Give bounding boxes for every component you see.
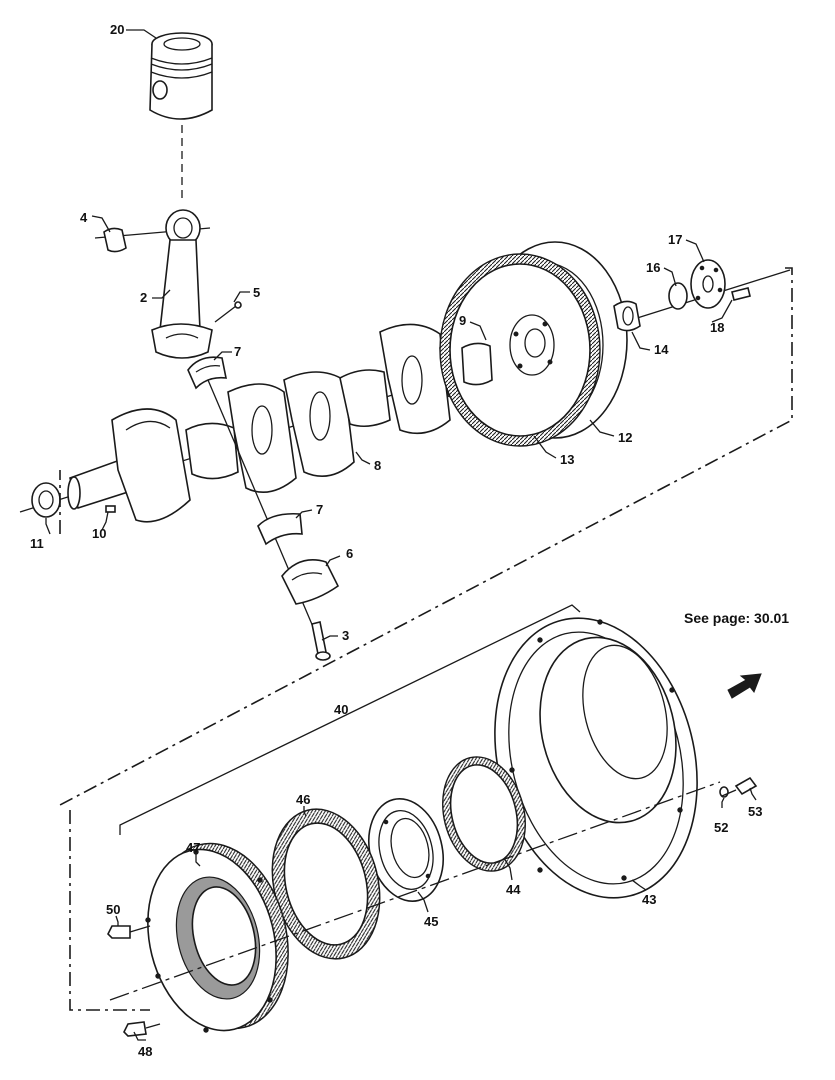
label-8: 8 bbox=[374, 458, 381, 473]
direction-arrow-icon bbox=[727, 673, 762, 699]
label-47: 47 bbox=[186, 840, 200, 855]
adapter-plate bbox=[145, 842, 289, 1033]
friction-disc bbox=[271, 808, 381, 960]
label-16: 16 bbox=[646, 260, 660, 275]
label-3: 3 bbox=[342, 628, 349, 643]
crankshaft bbox=[19, 269, 791, 523]
bearing-shell-upper bbox=[187, 356, 227, 390]
label-10: 10 bbox=[92, 526, 106, 541]
label-53: 53 bbox=[748, 804, 762, 819]
label-11: 11 bbox=[30, 536, 44, 551]
split-ring bbox=[442, 756, 526, 872]
label-2: 2 bbox=[140, 290, 147, 305]
label-17: 17 bbox=[668, 232, 682, 247]
assembly-bracket-upper bbox=[59, 267, 793, 806]
label-52: 52 bbox=[714, 820, 728, 835]
seal-housing bbox=[368, 797, 444, 903]
assembly-bracket-40 bbox=[119, 604, 581, 835]
front-seal bbox=[31, 482, 116, 518]
rod-cap bbox=[207, 379, 340, 661]
label-50: 50 bbox=[106, 902, 120, 917]
rear-hub-parts bbox=[613, 259, 751, 332]
reference-note: See page: 30.01 bbox=[684, 610, 789, 626]
label-12: 12 bbox=[618, 430, 632, 445]
label-48: 48 bbox=[138, 1044, 152, 1059]
label-46: 46 bbox=[296, 792, 310, 807]
label-9: 9 bbox=[459, 313, 466, 328]
flywheel bbox=[439, 241, 628, 447]
label-13: 13 bbox=[560, 452, 574, 467]
label-7-lower: 7 bbox=[316, 502, 323, 517]
connecting-rod bbox=[94, 209, 242, 359]
label-40: 40 bbox=[334, 702, 348, 717]
label-18: 18 bbox=[710, 320, 724, 335]
label-6: 6 bbox=[346, 546, 353, 561]
label-45: 45 bbox=[424, 914, 438, 929]
leader-lines bbox=[45, 29, 757, 1041]
label-5: 5 bbox=[253, 285, 260, 300]
bolts bbox=[107, 776, 758, 1037]
piston bbox=[149, 32, 213, 200]
part-labels: 20 4 2 5 7 9 17 16 18 14 12 13 8 11 10 7… bbox=[30, 22, 789, 1059]
label-4: 4 bbox=[80, 210, 88, 225]
label-43: 43 bbox=[642, 892, 656, 907]
label-7-upper: 7 bbox=[234, 344, 241, 359]
label-44: 44 bbox=[506, 882, 521, 897]
assembly-bracket-lower bbox=[69, 810, 150, 1011]
flywheel-housing bbox=[494, 617, 698, 899]
label-20: 20 bbox=[110, 22, 124, 37]
label-14: 14 bbox=[654, 342, 669, 357]
lower-centerline bbox=[109, 781, 721, 1001]
